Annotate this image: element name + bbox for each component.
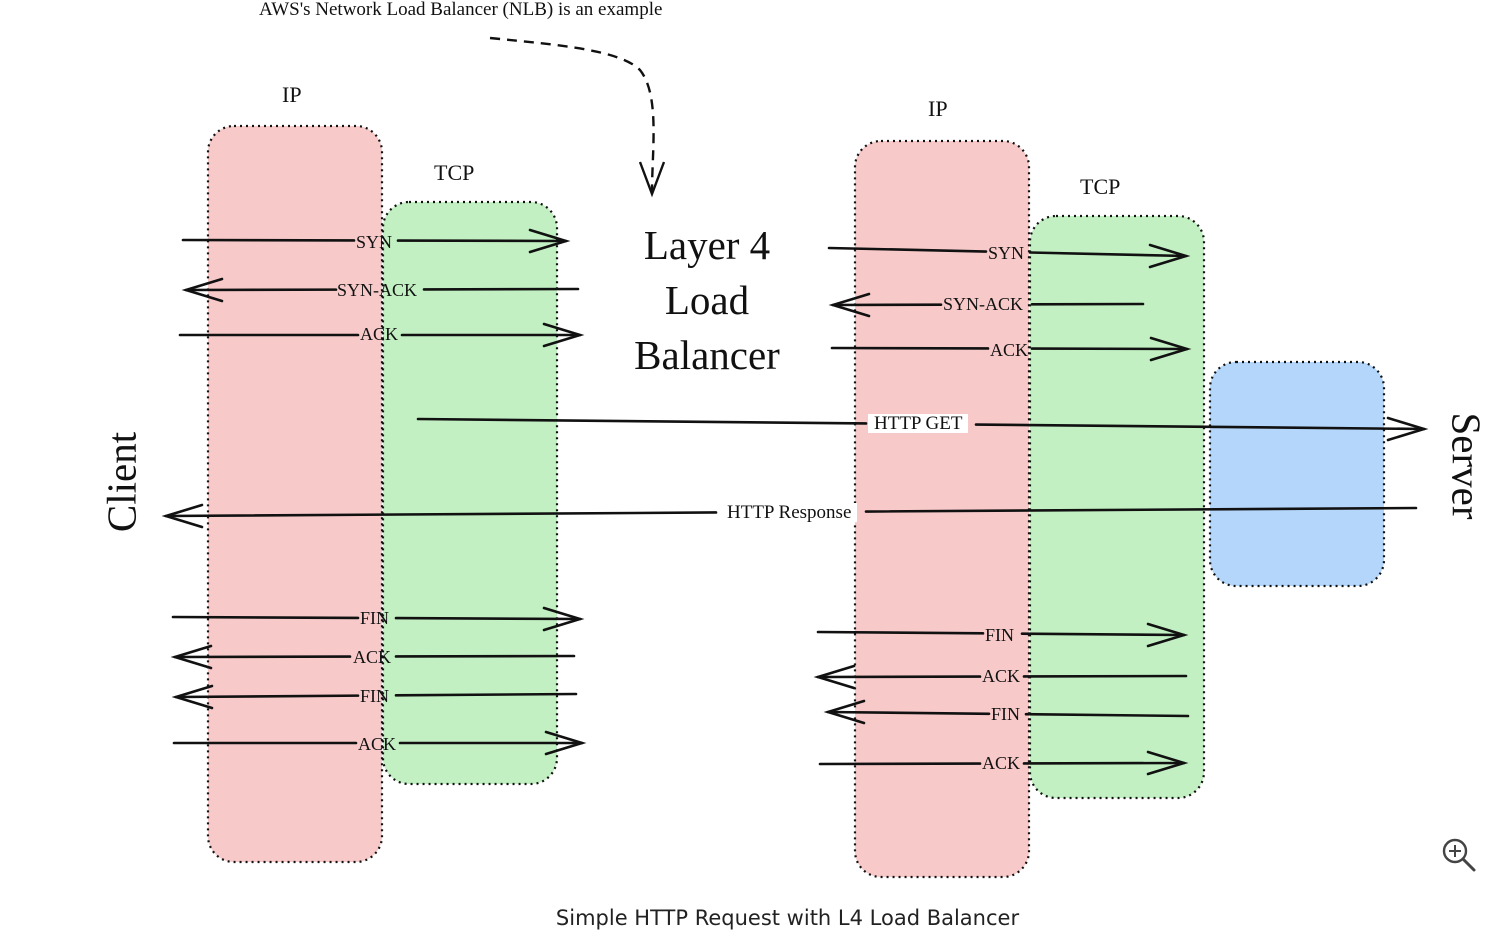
right-synack-arrow xyxy=(828,292,1145,318)
left-fin-label: FIN xyxy=(360,608,390,628)
left-fin2-label: FIN xyxy=(360,686,390,706)
left-ack3-label: ACK xyxy=(358,734,397,754)
server-label: Server xyxy=(1443,412,1490,520)
annotation-text: AWS's Network Load Balancer (NLB) is an … xyxy=(259,0,663,20)
right-ack3-arrow xyxy=(818,750,1189,776)
server-box xyxy=(1208,360,1386,588)
right-fin-label: FIN xyxy=(985,625,1015,645)
diagram-title: Layer 4 Load Balancer xyxy=(634,222,780,378)
http-get-label: HTTP GET xyxy=(868,414,969,433)
right-ack3-label: ACK xyxy=(982,753,1021,773)
right-ack2-label: ACK xyxy=(982,666,1021,686)
zoom-in-icon[interactable] xyxy=(1440,836,1480,876)
right-ip-label: IP xyxy=(928,96,948,121)
arrow-layer xyxy=(161,228,1429,776)
left-ack2-arrow xyxy=(170,644,576,670)
right-syn-arrow xyxy=(827,243,1191,269)
left-synack-label: SYN-ACK xyxy=(337,280,418,300)
left-ack2-label: ACK xyxy=(353,647,392,667)
right-fin2-label: FIN xyxy=(991,704,1021,724)
left-ack-arrow xyxy=(178,322,585,348)
left-syn-arrow xyxy=(181,228,571,254)
left-ack3-arrow xyxy=(172,730,587,756)
right-tcp-label: TCP xyxy=(1080,174,1121,199)
left-tcp-label: TCP xyxy=(434,160,475,185)
left-fin-arrow xyxy=(171,606,585,632)
right-ack-label: ACK xyxy=(990,340,1029,360)
http-response-arrow xyxy=(161,503,1418,529)
right-ack2-arrow xyxy=(813,664,1188,690)
right-syn-label: SYN xyxy=(988,243,1025,263)
left-fin2-arrow xyxy=(171,684,578,710)
http-get-arrow xyxy=(416,416,1429,442)
left-synack-arrow xyxy=(181,277,580,303)
left-syn-label: SYN xyxy=(356,232,393,252)
annotation-arrow-head xyxy=(638,161,666,198)
right-fin-arrow xyxy=(816,622,1189,648)
right-ack-arrow xyxy=(830,336,1192,362)
right-synack-label: SYN-ACK xyxy=(943,294,1024,314)
left-ip-label: IP xyxy=(282,82,302,107)
left-ack-label: ACK xyxy=(360,324,399,344)
annotation-arrow xyxy=(489,36,655,193)
client-label: Client xyxy=(98,431,145,533)
left-tcp-box xyxy=(381,200,559,786)
right-fin2-arrow xyxy=(823,699,1190,725)
right-tcp-box xyxy=(1028,214,1206,800)
http-response-label: HTTP Response xyxy=(721,503,858,522)
figure-caption: Simple HTTP Request with L4 Load Balance… xyxy=(555,906,1020,930)
